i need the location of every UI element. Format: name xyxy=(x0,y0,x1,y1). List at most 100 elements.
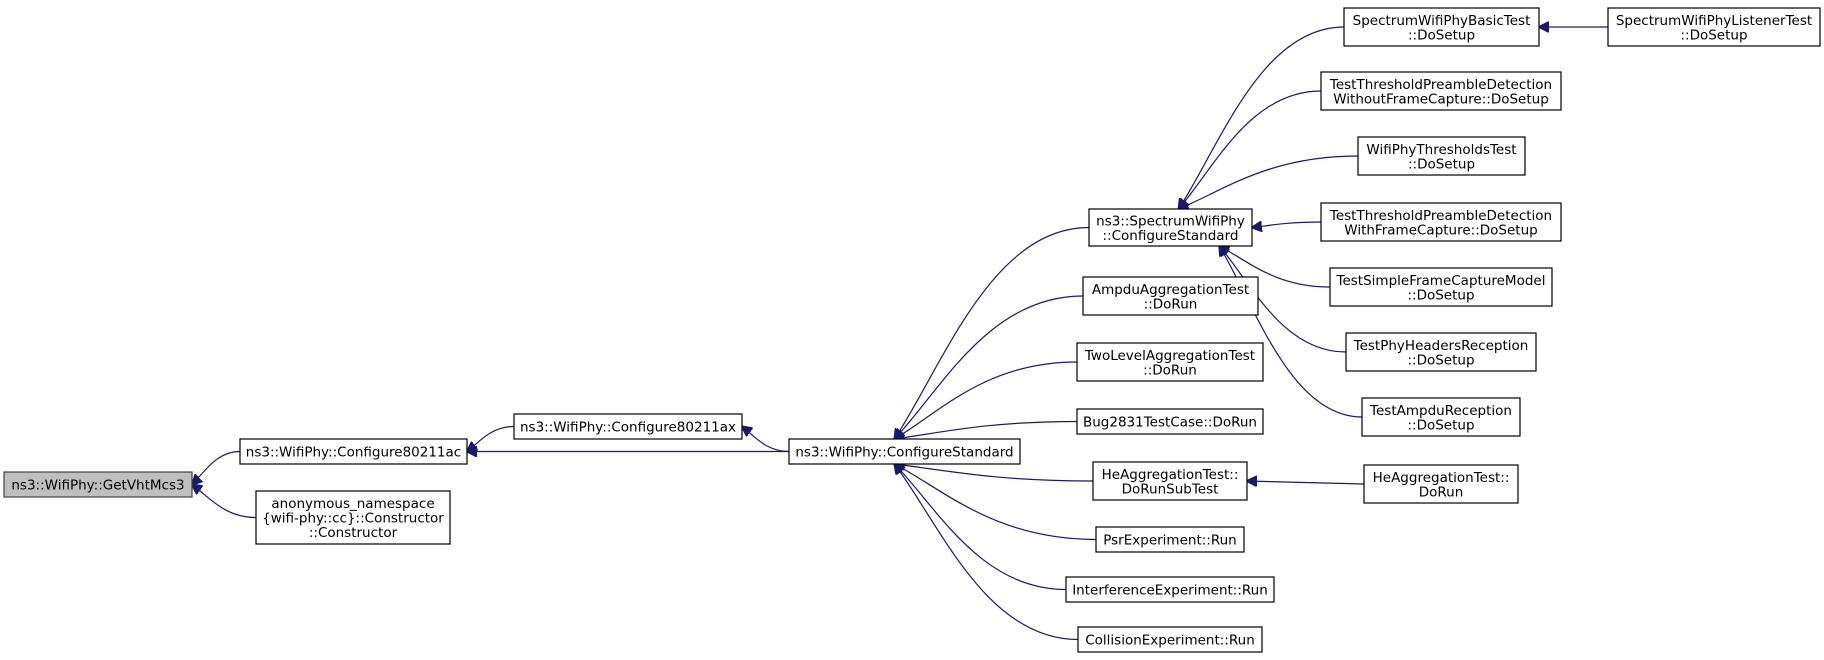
node-anon-constructor[interactable]: anonymous_namespace{wifi-phy::cc}::Const… xyxy=(255,490,451,545)
node-box xyxy=(1092,461,1248,501)
node-label-line: WithoutFrameCapture::DoSetup xyxy=(1333,91,1549,107)
node-configure80211ax[interactable]: ns3::WifiPhy::Configure80211ax xyxy=(513,413,743,440)
edge-ampdu-aggregation-to-configurestandard xyxy=(895,295,1084,439)
edge-threshold-without-to-spectrum-configurestandard xyxy=(1179,90,1322,209)
node-label-line: ns3::WifiPhy::Configure80211ac xyxy=(246,445,461,461)
node-threshold-with[interactable]: TestThresholdPreambleDetectionWithFrameC… xyxy=(1320,202,1562,242)
node-spectrum-basic-setup[interactable]: SpectrumWifiPhyBasicTest::DoSetup xyxy=(1343,7,1540,47)
edge-he-dorunsubtest-to-configurestandard xyxy=(895,464,1094,482)
node-label-line: SpectrumWifiPhyListenerTest xyxy=(1616,13,1812,29)
node-label-line: TestThresholdPreambleDetection xyxy=(1329,77,1552,93)
node-box xyxy=(1320,202,1562,242)
node-box xyxy=(239,438,468,465)
edge-ampdu-reception-to-spectrum-configurestandard xyxy=(1219,246,1363,418)
node-label-line: anonymous_namespace xyxy=(271,496,434,512)
node-label-line: ns3::WifiPhy::ConfigureStandard xyxy=(795,445,1013,461)
node-label-line: TestSimpleFrameCaptureModel xyxy=(1336,273,1546,289)
node-box xyxy=(1076,342,1264,382)
node-label-line: ::ConfigureStandard xyxy=(1103,228,1239,244)
node-phy-headers[interactable]: TestPhyHeadersReception::DoSetup xyxy=(1345,332,1537,372)
node-label-line: CollisionExperiment::Run xyxy=(1085,633,1255,649)
node-box xyxy=(1357,136,1526,176)
node-bug2831[interactable]: Bug2831TestCase::DoRun xyxy=(1076,408,1264,435)
edge-phy-headers-to-spectrum-configurestandard xyxy=(1219,246,1347,353)
node-box xyxy=(1095,526,1245,553)
node-threshold-without[interactable]: TestThresholdPreambleDetectionWithoutFra… xyxy=(1320,71,1562,111)
edge-spectrum-basic-setup-to-spectrum-configurestandard xyxy=(1179,26,1345,209)
node-label-line: ::DoSetup xyxy=(1407,417,1474,433)
node-spectrum-listener-setup[interactable]: SpectrumWifiPhyListenerTest::DoSetup xyxy=(1607,7,1821,47)
node-label-line: ::DoSetup xyxy=(1408,27,1475,43)
node-label-line: TestThresholdPreambleDetection xyxy=(1329,208,1552,224)
node-box xyxy=(1082,276,1259,316)
node-psr-run[interactable]: PsrExperiment::Run xyxy=(1095,526,1245,553)
node-label-line: {wifi-phy::cc}::Constructor xyxy=(262,511,444,527)
node-spectrum-configurestandard[interactable]: ns3::SpectrumWifiPhy::ConfigureStandard xyxy=(1088,208,1253,247)
node-label-line: ::DoSetup xyxy=(1407,352,1474,368)
edge-spectrum-configurestandard-to-configurestandard xyxy=(895,226,1090,440)
node-box xyxy=(1329,267,1553,307)
node-he-dorunsubtest[interactable]: HeAggregationTest::DoRunSubTest xyxy=(1092,461,1248,501)
node-label-line: AmpduAggregationTest xyxy=(1092,282,1249,298)
node-box xyxy=(513,413,743,440)
node-label-line: HeAggregationTest:: xyxy=(1102,467,1239,483)
node-box xyxy=(1343,7,1540,47)
node-label-line: ::DoSetup xyxy=(1680,27,1747,43)
node-getvhtmcs3[interactable]: ns3::WifiPhy::GetVhtMcs3 xyxy=(3,471,193,498)
node-he-dorun[interactable]: HeAggregationTest::DoRun xyxy=(1363,464,1519,504)
node-label-line: PsrExperiment::Run xyxy=(1103,533,1236,549)
node-label-line: ns3::WifiPhy::GetVhtMcs3 xyxy=(11,478,184,494)
edges-layer xyxy=(192,26,1608,641)
node-box xyxy=(3,471,193,498)
node-box xyxy=(1345,332,1537,372)
edge-interference-run-to-configurestandard xyxy=(895,464,1067,591)
edge-twolevel-aggregation-to-configurestandard xyxy=(895,361,1078,439)
node-label-line: ::DoRun xyxy=(1144,296,1198,312)
edge-wifiphy-thresholds-to-spectrum-configurestandard xyxy=(1179,155,1359,209)
node-label-line: InterferenceExperiment::Run xyxy=(1072,583,1268,599)
node-label-line: ::DoSetup xyxy=(1407,287,1474,303)
node-label-line: ns3::SpectrumWifiPhy xyxy=(1096,213,1245,229)
edge-configure80211ac-to-getvhtmcs3 xyxy=(192,450,241,485)
node-label-line: TestAmpduReception xyxy=(1369,403,1512,419)
edge-he-dorun-to-he-dorunsubtest xyxy=(1247,481,1365,484)
node-label-line: DoRun xyxy=(1419,484,1464,500)
node-box xyxy=(1077,626,1263,653)
node-label-line: SpectrumWifiPhyBasicTest xyxy=(1353,13,1531,29)
node-label-line: WithFrameCapture::DoSetup xyxy=(1344,222,1537,238)
node-twolevel-aggregation[interactable]: TwoLevelAggregationTest::DoRun xyxy=(1076,342,1264,382)
node-box xyxy=(1363,464,1519,504)
node-label-line: Bug2831TestCase::DoRun xyxy=(1083,415,1257,431)
edge-psr-run-to-configurestandard xyxy=(895,464,1097,541)
node-label-line: ::DoSetup xyxy=(1408,156,1475,172)
node-box xyxy=(1088,208,1253,247)
node-box xyxy=(1607,7,1821,47)
node-configure80211ac[interactable]: ns3::WifiPhy::Configure80211ac xyxy=(239,438,468,465)
node-simple-frame-capture[interactable]: TestSimpleFrameCaptureModel::DoSetup xyxy=(1329,267,1553,307)
node-box xyxy=(1076,408,1264,435)
node-label-line: DoRunSubTest xyxy=(1122,481,1219,497)
node-label-line: ::DoRun xyxy=(1143,362,1197,378)
node-ampdu-aggregation[interactable]: AmpduAggregationTest::DoRun xyxy=(1082,276,1259,316)
node-interference-run[interactable]: InterferenceExperiment::Run xyxy=(1065,576,1275,603)
node-collision-run[interactable]: CollisionExperiment::Run xyxy=(1077,626,1263,653)
node-configurestandard[interactable]: ns3::WifiPhy::ConfigureStandard xyxy=(788,438,1021,465)
node-wifiphy-thresholds[interactable]: WifiPhyThresholdsTest::DoSetup xyxy=(1357,136,1526,176)
node-label-line: ::Constructor xyxy=(309,525,398,541)
node-label-line: HeAggregationTest:: xyxy=(1373,470,1510,486)
node-label-line: ns3::WifiPhy::Configure80211ax xyxy=(520,420,736,436)
edge-anon-constructor-to-getvhtmcs3 xyxy=(192,485,257,519)
node-box xyxy=(788,438,1021,465)
edge-configurestandard-to-configure80211ax xyxy=(742,427,790,453)
edge-bug2831-to-configurestandard xyxy=(895,420,1078,440)
node-label-line: TwoLevelAggregationTest xyxy=(1084,348,1255,364)
node-box xyxy=(1361,397,1521,437)
edge-threshold-with-to-spectrum-configurestandard xyxy=(1252,222,1322,228)
node-ampdu-reception[interactable]: TestAmpduReception::DoSetup xyxy=(1361,397,1521,437)
nodes-layer: ns3::WifiPhy::GetVhtMcs3 ns3::WifiPhy::Co… xyxy=(3,7,1821,653)
node-box xyxy=(1065,576,1275,603)
node-box xyxy=(255,490,451,545)
node-label-line: TestPhyHeadersReception xyxy=(1353,338,1529,354)
edge-configure80211ax-to-configure80211ac xyxy=(467,425,515,452)
